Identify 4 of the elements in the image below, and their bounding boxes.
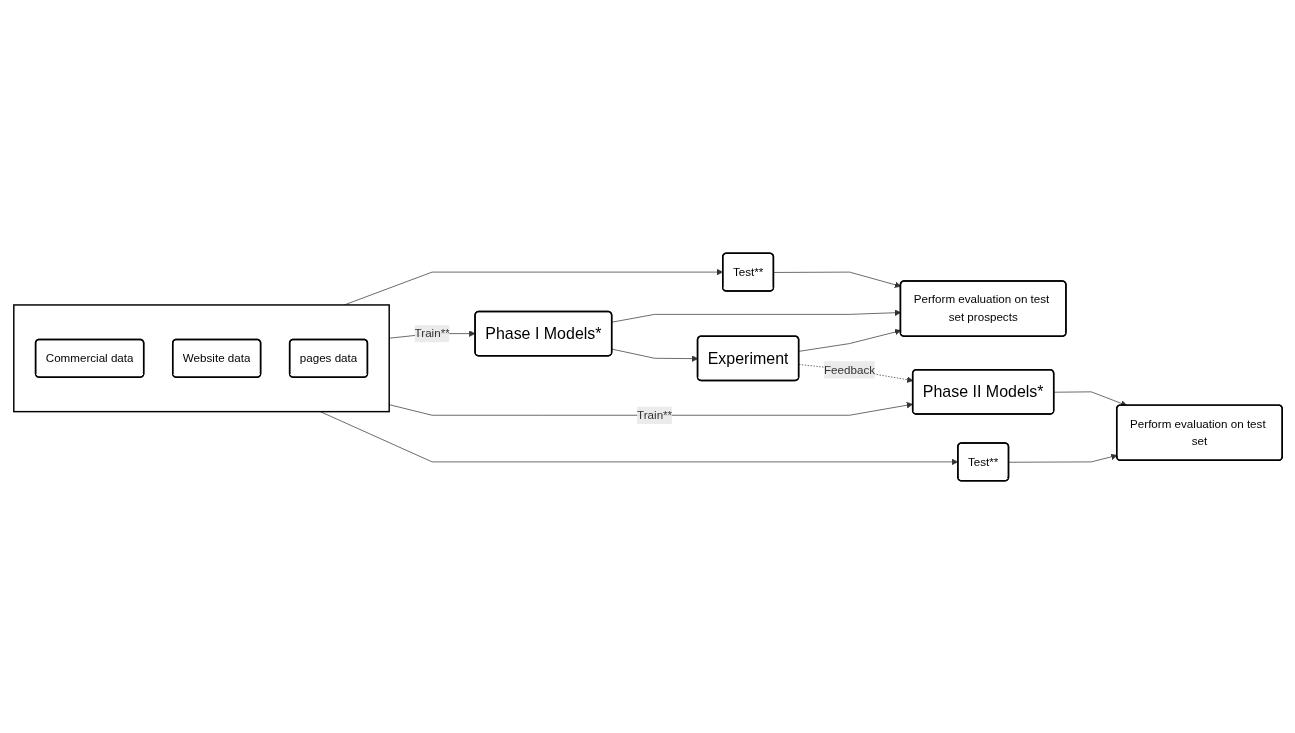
cluster [12, 303, 390, 412]
edge-label: Train** [414, 326, 450, 339]
edge-label: Train** [636, 408, 672, 421]
edge-label: Feedback [823, 362, 875, 376]
